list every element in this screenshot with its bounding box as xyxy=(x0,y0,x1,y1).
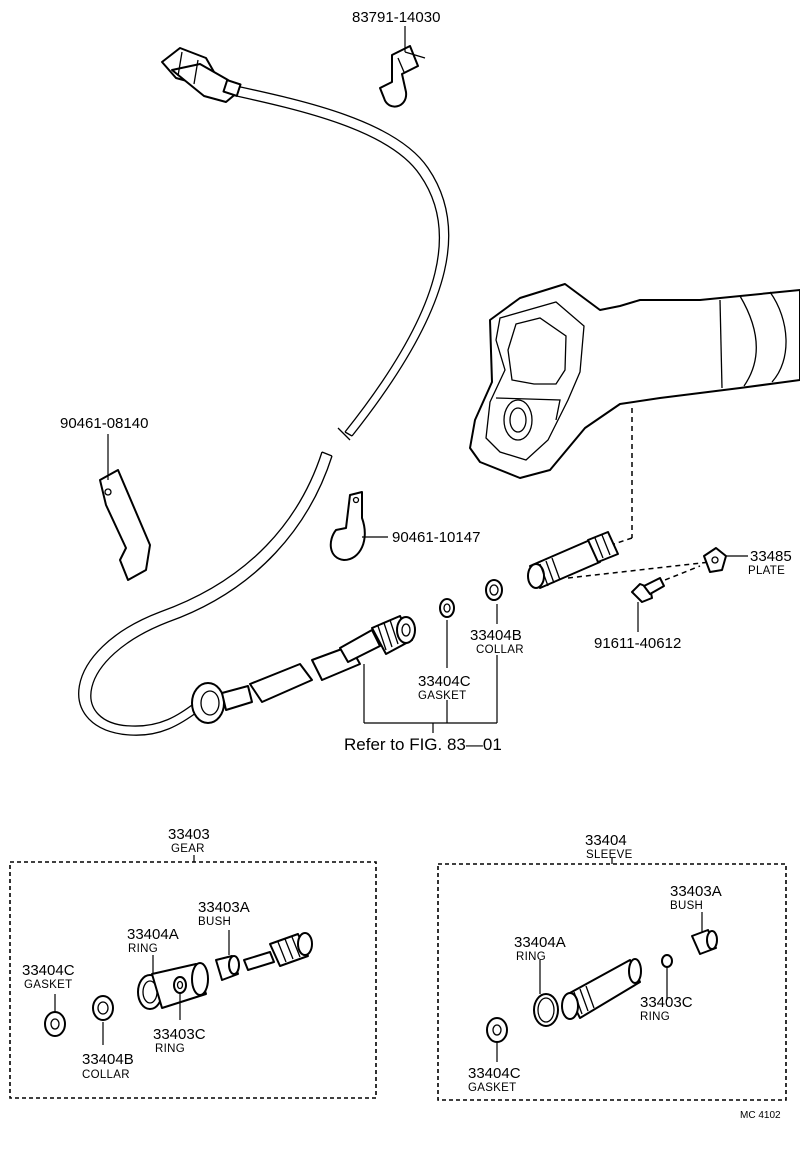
cable-transmission-end xyxy=(191,645,361,724)
label-refer-to-fig: Refer to FIG. 83—01 xyxy=(344,735,502,754)
gear-label-gasket: GASKET xyxy=(24,979,72,991)
label-33403: 33403 xyxy=(168,826,210,843)
label-83791-14030: 83791-14030 xyxy=(352,9,440,26)
sleeve-box-ring-a xyxy=(533,960,559,1027)
sleeve-in-housing xyxy=(527,531,619,589)
sleeve-detail-box xyxy=(437,863,787,1101)
diagram-code: MC 4102 xyxy=(740,1110,781,1121)
gear-label-33404A: 33404A xyxy=(127,926,179,943)
plate-alignment-line xyxy=(567,561,711,579)
label-90461-10147: 90461-10147 xyxy=(392,529,480,546)
driven-gear-assembly xyxy=(339,615,416,663)
sleeve-label-33403C: 33403C xyxy=(640,994,693,1011)
bolt-91611-40612 xyxy=(631,577,665,632)
sleeve-label-33404C: 33404C xyxy=(468,1065,521,1082)
sleeve-label-ring-a: RING xyxy=(516,951,546,963)
sleeve-label-bush: BUSH xyxy=(670,900,703,912)
gear-label-ring-a: RING xyxy=(128,943,158,955)
gear-label-33404B: 33404B xyxy=(82,1051,134,1068)
clamp-83791-14030 xyxy=(379,26,426,108)
label-33404C: 33404C xyxy=(418,673,471,690)
gear-label-ring-c: RING xyxy=(155,1043,185,1055)
sleeve-label-gasket: GASKET xyxy=(468,1082,516,1094)
speedometer-cable xyxy=(78,85,450,736)
collar-33404B xyxy=(485,579,503,601)
sleeve-box-sleeve xyxy=(561,958,642,1020)
gear-box-bush xyxy=(215,930,240,981)
plate-33485 xyxy=(703,547,748,573)
housing-alignment-line-end xyxy=(613,537,633,545)
gear-label-33403A: 33403A xyxy=(198,899,250,916)
label-33404: 33404 xyxy=(585,832,627,849)
gear-label-collar: COLLAR xyxy=(82,1069,130,1081)
gear-box-collar xyxy=(92,995,114,1045)
gasket-33404C xyxy=(439,598,455,618)
label-plate: PLATE xyxy=(748,565,785,577)
gear-box-gasket xyxy=(44,994,66,1037)
label-33485: 33485 xyxy=(750,548,792,565)
sleeve-box-gasket xyxy=(486,1017,508,1062)
gear-label-bush: BUSH xyxy=(198,916,231,928)
label-91611-40612: 91611-40612 xyxy=(594,635,681,652)
clamp-90461-10147 xyxy=(329,491,388,561)
gear-detail-box xyxy=(9,861,377,1099)
label-gasket: GASKET xyxy=(418,690,466,702)
label-gear: GEAR xyxy=(171,843,205,855)
sleeve-label-ring-c: RING xyxy=(640,1011,670,1023)
cable-meter-end-connector xyxy=(161,47,242,103)
gear-box-driven-gear xyxy=(243,932,313,971)
label-33404B: 33404B xyxy=(470,627,522,644)
sleeve-label-33403A: 33403A xyxy=(670,883,722,900)
refer-leader-lines xyxy=(363,604,498,733)
gear-label-33403C: 33403C xyxy=(153,1026,206,1043)
gear-label-33404C: 33404C xyxy=(22,962,75,979)
sleeve-box-ring-c xyxy=(661,954,673,1000)
label-90461-08140: 90461-08140 xyxy=(60,415,148,432)
sleeve-box-bush xyxy=(691,912,718,955)
gear-box-ring-c xyxy=(173,976,187,1020)
label-collar: COLLAR xyxy=(476,644,524,656)
sleeve-label-33404A: 33404A xyxy=(514,934,566,951)
transmission-extension-housing xyxy=(469,283,800,479)
clamp-90461-08140 xyxy=(99,434,151,581)
label-sleeve: SLEEVE xyxy=(586,849,633,861)
